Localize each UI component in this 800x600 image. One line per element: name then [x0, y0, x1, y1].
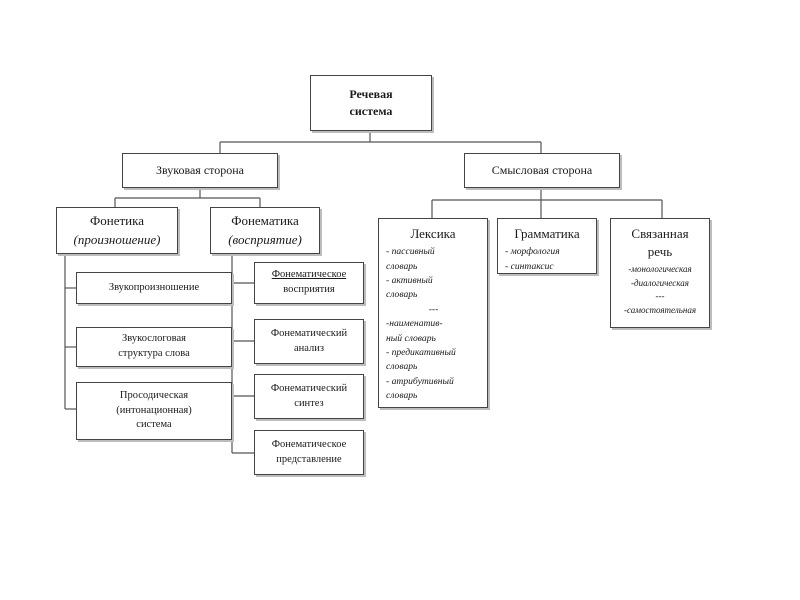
connected-speech-items: -монологическая -диалогическая --- -само… — [611, 261, 709, 317]
phonematics-title: Фонематика — [231, 213, 299, 229]
phonematics-item-synthesis: Фонематический синтез — [254, 374, 364, 419]
lexis-node: Лексика - пассивный словарь - активный с… — [378, 218, 488, 408]
grammar-item: - синтаксис — [505, 260, 554, 272]
phonematics-item-representation: Фонематическое представление — [254, 430, 364, 475]
sound-side-label: Звуковая сторона — [155, 163, 244, 178]
grammar-items: - морфология - синтаксис — [498, 243, 596, 274]
phonetics-item-pronunciation: Звукопроизношение — [76, 272, 232, 304]
connected-speech-item: -диалогическая — [631, 277, 689, 288]
lexis-item: словарь — [386, 260, 418, 272]
lexis-title: Лексика — [410, 226, 456, 241]
root-label-line1: Речевая — [349, 86, 393, 101]
phonetics-item-syllable-structure: Звукослоговая структура слова — [76, 327, 232, 367]
root-label-line2: система — [349, 104, 393, 118]
connected-speech-item: --- — [655, 291, 665, 302]
lexis-item: - пассивный — [386, 246, 435, 258]
lexis-item: словарь — [386, 361, 418, 373]
phonematics-item-synthesis-line1: Фонематический — [270, 382, 348, 394]
phonetics-item-pronunciation-line1: Звукопроизношение — [108, 281, 200, 293]
phonematics-item-analysis-line1: Фонематический — [270, 327, 348, 339]
phonetics-item-prosodic-system-line3: система — [136, 419, 172, 431]
phonetics-title: Фонетика — [89, 213, 145, 229]
lexis-item: --- — [428, 303, 439, 315]
meaning-side-label: Смысловая сторона — [491, 163, 593, 178]
phonetics-node: Фонетика (произношение) — [56, 207, 178, 254]
phonematics-item-analysis-line2: анализ — [293, 342, 325, 354]
grammar-item: - морфология — [505, 246, 560, 258]
phonetics-item-syllable-structure-line2: структура слова — [118, 348, 190, 359]
lexis-item: - атрибутивный — [386, 375, 454, 387]
phonematics-node: Фонематика (восприятие) — [210, 207, 320, 254]
lexis-item: ный словарь — [386, 332, 436, 344]
lexis-item: словарь — [386, 289, 418, 301]
lexis-items: - пассивный словарь - активный словарь -… — [379, 243, 487, 403]
meaning-side-node: Смысловая сторона — [464, 153, 620, 188]
lexis-item: - активный — [386, 274, 433, 286]
connected-speech-node: Связанная речь -монологическая -диалогич… — [610, 218, 710, 328]
phonetics-item-prosodic-system: Просодическая (интонационная) система — [76, 382, 232, 440]
phonetics-item-syllable-structure-line1: Звукослоговая — [122, 333, 186, 345]
phonematics-item-synthesis-line2: синтез — [294, 397, 324, 409]
phonematics-item-perception: Фонематическое восприятия — [254, 262, 364, 304]
sound-side-node: Звуковая сторона — [122, 153, 278, 188]
lexis-item: словарь — [386, 390, 418, 402]
lexis-item: - предикативный — [386, 346, 456, 358]
phonematics-item-representation-line2: представление — [276, 453, 342, 465]
phonematics-item-analysis: Фонематический анализ — [254, 319, 364, 364]
connected-speech-title-line2: речь — [647, 244, 673, 260]
phonetics-item-prosodic-system-line2: (интонационная) — [116, 404, 192, 416]
connected-speech-title-line1: Связанная — [631, 226, 689, 241]
phonematics-subtitle: (восприятие) — [228, 231, 302, 247]
root-node: Речевая система — [310, 75, 432, 131]
grammar-node: Грамматика - морфология - синтаксис — [497, 218, 597, 274]
grammar-title: Грамматика — [514, 226, 580, 241]
phonematics-item-perception-line1: Фонематическое — [271, 269, 347, 281]
phonematics-item-representation-line1: Фонематическое — [271, 438, 347, 450]
lexis-item: -наименатив- — [386, 318, 443, 330]
phonetics-item-prosodic-system-line1: Просодическая — [119, 389, 189, 401]
phonematics-item-perception-line2: восприятия — [283, 284, 335, 295]
phonetics-subtitle: (произношение) — [73, 231, 161, 247]
connected-speech-item: -самостоятельная — [624, 304, 696, 315]
connected-speech-item: -монологическая — [628, 264, 692, 275]
